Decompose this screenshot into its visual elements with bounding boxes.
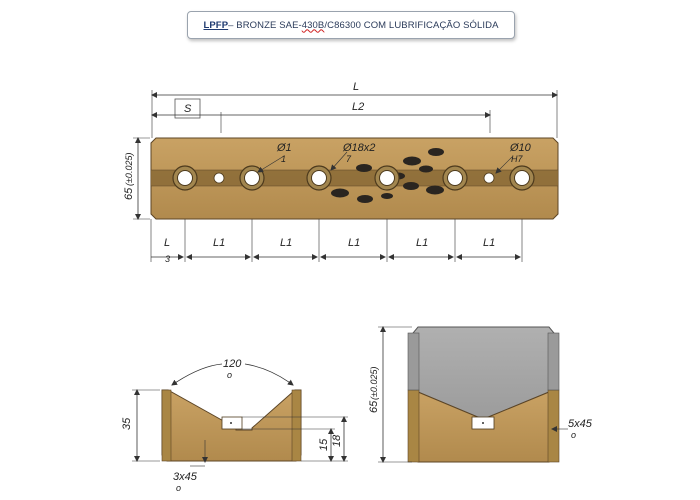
graphite-plug — [356, 164, 372, 172]
counterbore-hole-inner — [311, 170, 327, 186]
counterbore-hole-inner — [447, 170, 463, 186]
dim-18-label: 18 — [331, 434, 343, 447]
pitch-label: L1 — [348, 237, 360, 249]
side-height-tol: (±0.025) — [369, 367, 379, 400]
end-dim-sub: 3 — [165, 254, 170, 264]
side-section: 65 (±0.025) 5x45 o — [368, 326, 593, 463]
leader-hole-2 — [495, 156, 513, 174]
graphite-plug — [357, 195, 373, 203]
side-right-strip — [547, 389, 560, 463]
counterbore-hole-inner — [177, 170, 193, 186]
side-left-strip — [407, 389, 420, 463]
slot-center-mark — [230, 422, 232, 424]
dim-s-label: S — [184, 103, 192, 115]
leader-counterbore — [330, 151, 348, 171]
angle-arc-left — [171, 363, 223, 386]
chamfer-5-label: 5x45 — [568, 418, 593, 430]
counterbore-hole-inner — [514, 170, 530, 186]
v-block-left-strip — [161, 389, 172, 462]
title-dash: – BRONZE SAE- — [228, 19, 302, 31]
graphite-plug — [331, 188, 349, 198]
pitch-label: L1 — [483, 237, 495, 249]
angle-label: 120 — [223, 358, 242, 370]
graphite-plug — [403, 182, 419, 190]
hole-1-sub: 1 — [281, 154, 286, 164]
graphite-plug — [426, 185, 444, 195]
graphite-plug — [403, 156, 421, 166]
title-rest: /C86300 COM LUBRIFICAÇÃO SÓLIDA — [324, 19, 499, 31]
height-35-label: 35 — [121, 417, 133, 430]
dim-l2-label: L2 — [352, 101, 364, 113]
counterbore-sub: 7 — [346, 154, 352, 164]
v-block-right-strip — [291, 389, 302, 462]
counterbore-holes — [172, 165, 535, 191]
pitch-label: L1 — [280, 237, 292, 249]
hole-1-label: Ø1 — [276, 142, 292, 154]
hole-2-label: Ø10 — [509, 142, 532, 154]
counterbore-hole-inner — [244, 170, 260, 186]
graphite-plug — [428, 148, 444, 156]
pin-hole — [213, 172, 225, 184]
pitch-label: L1 — [213, 237, 225, 249]
top-view: L S L2 — [123, 81, 559, 264]
counterbore-hole-inner — [379, 170, 395, 186]
title-code: LPFP — [203, 19, 229, 31]
chamfer-5-unit: o — [571, 430, 576, 440]
side-steel-right-strip — [547, 332, 560, 391]
end-dim-label: L — [164, 237, 170, 249]
title-alloy-code: 430B — [301, 19, 325, 31]
title-box: LPFP – BRONZE SAE- 430B /C86300 COM LUBR… — [187, 11, 515, 39]
chamfer-3-label: 3x45 — [173, 471, 198, 483]
dim-15-label: 15 — [318, 438, 330, 451]
hole-2-sub: H7 — [511, 154, 523, 164]
height-tol-label: (±0.025) — [124, 153, 134, 186]
side-slot-center — [482, 422, 484, 424]
s-box — [174, 98, 201, 119]
dim-total-label: L — [353, 81, 359, 93]
v-section: 120 o 35 15 18 3x45 o — [121, 358, 348, 493]
graphite-plug — [419, 165, 433, 173]
angle-arc-right — [244, 363, 294, 386]
pitch-label: L1 — [416, 237, 428, 249]
height-label: 65 — [123, 187, 135, 200]
counterbore-label: Ø18x2 — [342, 142, 375, 154]
side-steel-left-strip — [407, 332, 420, 391]
chamfer-3-unit: o — [176, 483, 181, 493]
side-height-label: 65 — [368, 400, 380, 413]
angle-unit: o — [227, 370, 232, 380]
leader-hole-1 — [257, 155, 285, 173]
graphite-plug — [381, 193, 393, 199]
pin-hole — [483, 172, 495, 184]
